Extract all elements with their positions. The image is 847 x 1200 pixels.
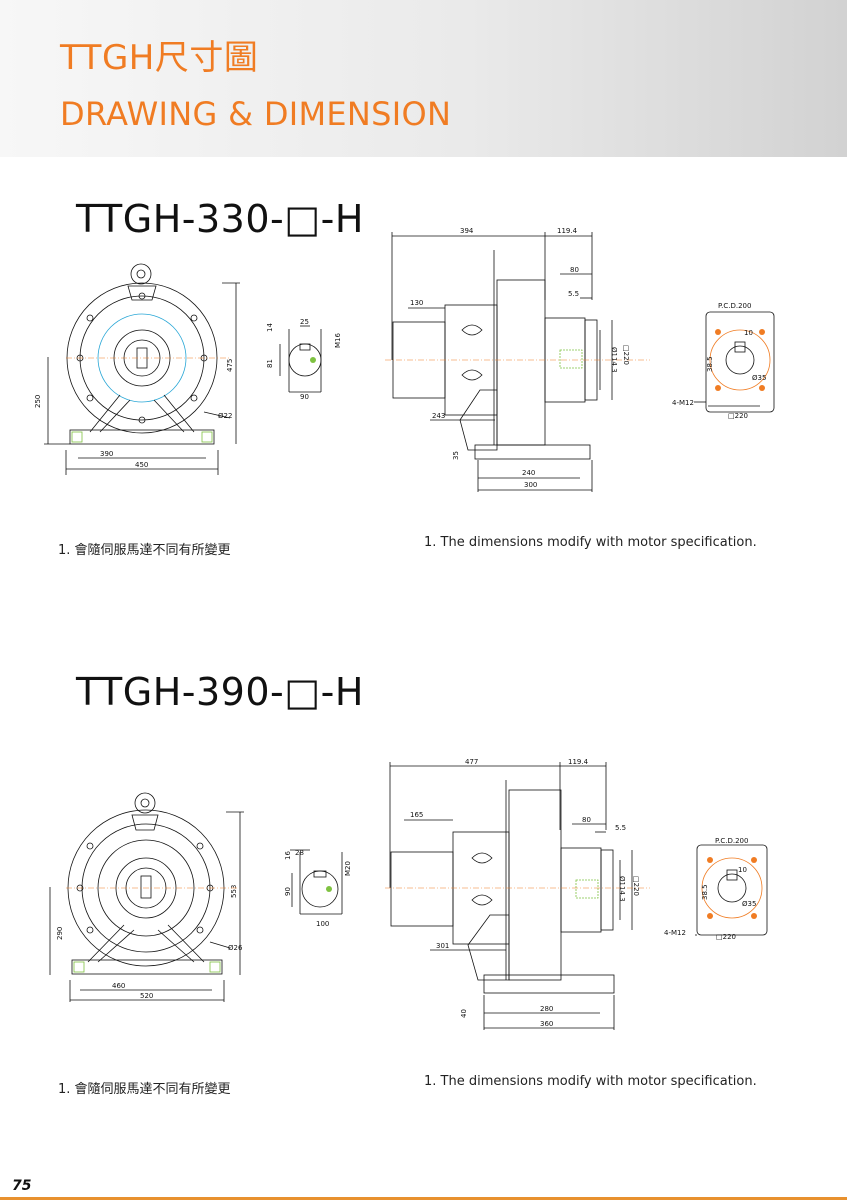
header-banner: TTGH尺寸圖 DRAWING & DIMENSION — [0, 0, 847, 157]
svg-text:M20: M20 — [344, 861, 352, 876]
svg-text:□220: □220 — [716, 933, 736, 941]
svg-text:5.5: 5.5 — [568, 290, 579, 298]
model-title-330: TTGH-330-□-H — [76, 197, 364, 241]
dim-front-outer-330: 450 — [135, 461, 148, 469]
svg-text:100: 100 — [316, 920, 329, 928]
svg-text:477: 477 — [465, 758, 478, 766]
svg-text:553: 553 — [230, 885, 238, 898]
svg-text:280: 280 — [540, 1005, 553, 1013]
svg-text:40: 40 — [460, 1009, 468, 1018]
svg-text:Ø26: Ø26 — [228, 944, 243, 952]
svg-text:90: 90 — [284, 887, 292, 896]
note-chinese-330: 1. 會隨伺服馬達不同有所變更 — [58, 543, 231, 558]
svg-text:P.C.D.200: P.C.D.200 — [715, 837, 748, 845]
lifting-eye — [130, 263, 152, 285]
svg-text:Ø35: Ø35 — [752, 374, 766, 382]
svg-text:394: 394 — [460, 227, 474, 235]
svg-text:M16: M16 — [334, 333, 342, 348]
svg-text:520: 520 — [140, 992, 153, 1000]
svg-text:243: 243 — [432, 412, 445, 420]
svg-text:460: 460 — [112, 982, 125, 990]
svg-text:□220: □220 — [632, 876, 640, 896]
svg-text:14: 14 — [266, 323, 274, 332]
svg-text:300: 300 — [524, 481, 537, 489]
model-title-390: TTGH-390-□-H — [76, 670, 364, 714]
svg-text:Ø35: Ø35 — [742, 900, 756, 908]
note-english-390: 1. The dimensions modify with motor spec… — [424, 1074, 757, 1089]
footer-rule — [0, 1197, 847, 1200]
svg-text:301: 301 — [436, 942, 449, 950]
front-housing-inner — [79, 295, 205, 421]
svg-text:38.5: 38.5 — [701, 884, 709, 900]
svg-text:130: 130 — [410, 299, 423, 307]
svg-text:35: 35 — [452, 451, 460, 460]
svg-text:28: 28 — [295, 849, 304, 857]
svg-text:119.4: 119.4 — [557, 227, 578, 235]
svg-text:Ø114.3: Ø114.3 — [618, 876, 626, 902]
svg-text:240: 240 — [522, 469, 535, 477]
title-english: DRAWING & DIMENSION — [60, 95, 452, 133]
svg-text:Ø114.3: Ø114.3 — [610, 347, 618, 373]
svg-text:16: 16 — [284, 851, 292, 860]
svg-text:360: 360 — [540, 1020, 553, 1028]
svg-text:10: 10 — [744, 329, 753, 337]
svg-text:119.4: 119.4 — [568, 758, 589, 766]
svg-text:90: 90 — [300, 393, 309, 401]
svg-text:390: 390 — [100, 450, 113, 458]
svg-text:38.5: 38.5 — [706, 356, 714, 372]
svg-text:4-M12: 4-M12 — [664, 929, 686, 937]
svg-text:80: 80 — [582, 816, 591, 824]
note-english-330: 1. The dimensions modify with motor spec… — [424, 535, 757, 550]
svg-text:81: 81 — [266, 359, 274, 368]
front-bearing-cyan — [97, 313, 187, 403]
svg-text:250: 250 — [34, 395, 42, 408]
svg-text:165: 165 — [410, 811, 423, 819]
front-base — [69, 429, 215, 445]
svg-text:Ø22: Ø22 — [218, 412, 232, 420]
svg-text:290: 290 — [56, 927, 64, 940]
svg-text:4-M12: 4-M12 — [672, 399, 694, 407]
svg-text:475: 475 — [226, 359, 234, 372]
svg-text:□220: □220 — [622, 345, 630, 365]
svg-text:80: 80 — [570, 266, 579, 274]
svg-text:25: 25 — [300, 318, 309, 326]
note-chinese-390: 1. 會隨伺服馬達不同有所變更 — [58, 1082, 231, 1097]
title-chinese: TTGH尺寸圖 — [60, 38, 259, 78]
svg-text:10: 10 — [738, 866, 747, 874]
svg-text:5.5: 5.5 — [615, 824, 626, 832]
svg-text:P.C.D.200: P.C.D.200 — [718, 302, 751, 310]
page-number: 75 — [12, 1178, 32, 1194]
svg-text:□220: □220 — [728, 412, 748, 420]
